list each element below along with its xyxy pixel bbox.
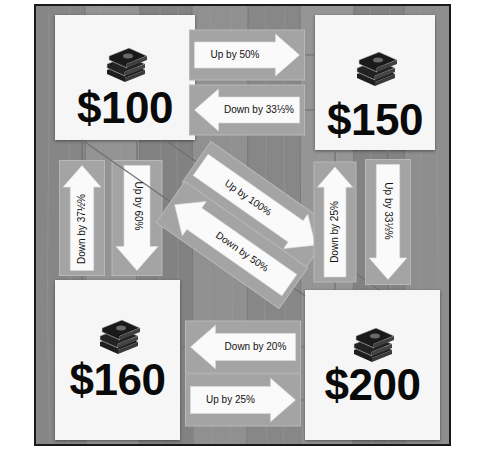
arrow-card-body	[156, 182, 308, 309]
arrow-label: Up by 25%	[191, 392, 271, 408]
gray-card	[366, 160, 411, 285]
floor-plank	[300, 5, 354, 445]
arrow-card	[60, 140, 105, 280]
white-arrow	[189, 148, 328, 263]
amount-label: $150	[315, 94, 435, 146]
arrow-card	[180, 321, 305, 373]
amount-label: $100	[55, 82, 195, 134]
connector-line	[195, 109, 315, 110]
arrow-label: Down by 20%	[215, 339, 295, 355]
white-arrow	[195, 34, 300, 76]
photo-frame	[35, 5, 450, 445]
arrow-card-body	[182, 142, 334, 269]
connector-line	[165, 140, 379, 290]
money-icon	[354, 328, 394, 362]
money-card: $200	[305, 290, 440, 440]
arrow-card	[82, 140, 308, 308]
plank-seams	[85, 5, 405, 445]
arrow-card	[314, 150, 356, 290]
arrow-card	[366, 150, 411, 290]
connector-line	[136, 140, 137, 280]
connector-line	[387, 150, 388, 290]
gray-card	[186, 321, 301, 373]
arrow-card	[165, 140, 379, 290]
arrow-label: Up by 100%	[196, 158, 300, 238]
gray-card	[190, 30, 305, 80]
arrow-card-body	[60, 161, 105, 276]
arrow-card-body	[190, 30, 305, 80]
arrow-label: Up by 60%	[129, 166, 145, 247]
white-arrow	[191, 325, 296, 369]
arrow-label: Down by 33⅓%	[219, 102, 300, 118]
white-arrow	[116, 166, 158, 271]
arrow-label: Down by 37½%	[74, 187, 90, 270]
floor-plank	[354, 5, 404, 445]
floor-base	[35, 5, 450, 445]
arrow-card-body	[314, 162, 356, 282]
connector-line	[82, 140, 305, 296]
connector-line	[81, 140, 82, 280]
arrow-card-body	[112, 161, 162, 276]
connector-line	[195, 54, 315, 55]
wood-floor	[35, 5, 450, 445]
connector-line	[180, 346, 305, 347]
floor-plank	[248, 5, 300, 445]
plank-seam	[85, 5, 405, 445]
white-arrow	[63, 166, 101, 271]
arrow-card-body	[190, 85, 305, 135]
gray-card	[186, 374, 301, 426]
gray-card	[182, 142, 334, 269]
white-arrow	[369, 165, 407, 280]
floor-plank	[404, 5, 450, 445]
arrow-card	[190, 30, 316, 80]
connector-line	[334, 150, 335, 290]
white-arrow	[191, 378, 296, 422]
connector-line	[180, 399, 305, 400]
floor-plank	[140, 5, 192, 445]
gray-card	[190, 85, 305, 135]
floor-plank	[192, 5, 248, 445]
money-icon	[100, 320, 140, 354]
white-arrow	[317, 167, 352, 277]
arrow-label: Up by 50%	[195, 47, 276, 63]
gray-card	[314, 162, 356, 282]
gray-card	[112, 161, 162, 276]
amount-label: $160	[55, 354, 180, 406]
arrow-label: Down by 25%	[327, 187, 343, 277]
white-arrow	[195, 89, 300, 131]
grain-lines	[48, 5, 439, 445]
arrow-label: Down by 50%	[190, 212, 294, 292]
floor-plank	[85, 5, 140, 445]
money-icon	[357, 52, 397, 86]
arrow-card	[190, 85, 316, 135]
arrow-card-body	[186, 321, 301, 373]
floor-plank	[35, 5, 85, 445]
money-icon	[107, 48, 147, 82]
arrow-label: Up by 33⅓%	[380, 164, 396, 257]
money-card: $150	[315, 15, 435, 150]
wood-grain	[48, 5, 439, 445]
arrow-card	[112, 140, 162, 280]
money-card: $100	[55, 15, 195, 140]
arrow-card-body	[186, 374, 301, 426]
white-arrow	[163, 188, 302, 303]
gray-card	[60, 161, 105, 276]
gray-card	[156, 182, 308, 309]
arrow-card-body	[366, 160, 411, 285]
amount-label: $200	[305, 359, 440, 411]
arrow-card	[180, 374, 305, 426]
money-card: $160	[55, 280, 180, 440]
